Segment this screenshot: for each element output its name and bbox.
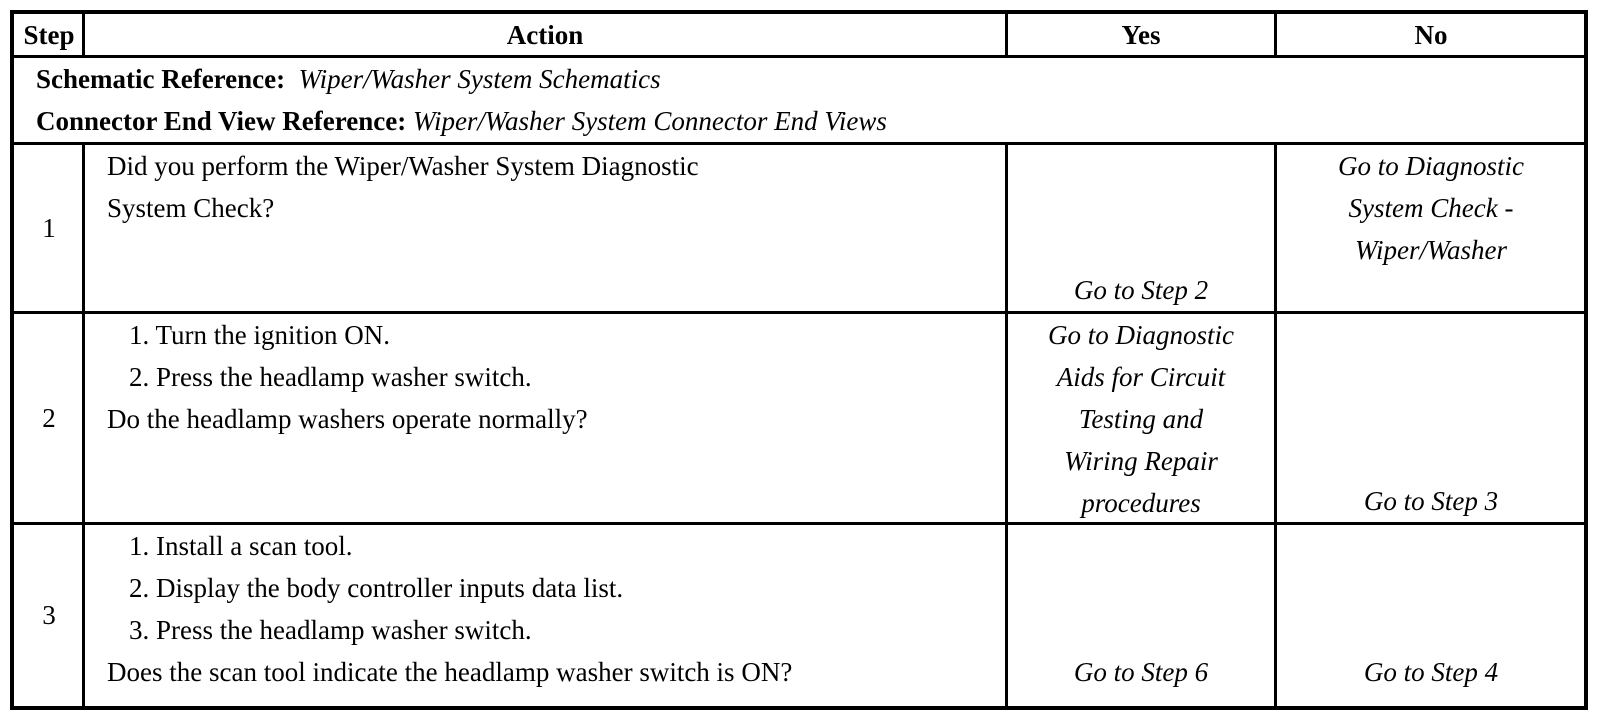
body-col-divider-1 [82,142,85,706]
action-line: Do the headlamp washers operate normally… [107,404,588,434]
action-line: Does the scan tool indicate the headlamp… [107,657,793,687]
header-action: Action [506,20,584,50]
step-3-no: Go to Step 4 [1277,651,1585,693]
action-line: System Check? [107,193,275,223]
step-number: 2 [42,402,56,433]
schematic-reference-label: Schematic Reference: [36,64,286,94]
schematic-reference: Schematic Reference: Wiper/Washer System… [36,59,661,99]
no-go-to-link-line[interactable]: Wiper/Washer [1354,235,1507,265]
step-3-action: 1. Install a scan tool. 2. Display the b… [107,525,997,693]
yes-go-to-link-line[interactable]: Wiring Repair [1064,446,1218,476]
header-yes: Yes [1121,20,1161,50]
step-1-yes: Go to Step 2 [1008,269,1274,311]
yes-go-to-link[interactable]: Go to Step 2 [1073,275,1209,305]
step-2-no: Go to Step 3 [1277,480,1585,522]
yes-go-to-link-line[interactable]: Aids for Circuit [1056,362,1226,392]
diagnostic-table: Step Action Yes No Schematic Reference: … [10,10,1588,710]
action-line: Did you perform the Wiper/Washer System … [107,151,699,181]
reference-bottom-rule [14,142,1584,145]
header-col-divider-3 [1274,14,1277,57]
no-go-to-link[interactable]: Go to Step 4 [1363,657,1499,687]
step-3-yes: Go to Step 6 [1008,651,1274,693]
header-col-divider-2 [1005,14,1008,57]
header-col-divider-1 [82,14,85,57]
connector-reference-link[interactable]: Wiper/Washer System Connector End Views [412,106,887,136]
no-go-to-link[interactable]: Go to Step 3 [1363,486,1499,516]
step-1-action: Did you perform the Wiper/Washer System … [107,145,997,229]
header-no: No [1414,20,1448,50]
step-1-bottom-rule [14,311,1584,314]
action-line: 2. Display the body controller inputs da… [129,573,624,603]
body-col-divider-3 [1274,142,1277,706]
header-bottom-rule [14,55,1584,58]
action-line: 1. Install a scan tool. [129,531,353,561]
step-2-action: 1. Turn the ignition ON. 2. Press the he… [107,314,997,440]
schematic-reference-link[interactable]: Wiper/Washer System Schematics [298,64,661,94]
action-line: 1. Turn the ignition ON. [129,320,391,350]
action-line: 3. Press the headlamp washer switch. [129,615,532,645]
no-go-to-link-line[interactable]: System Check - [1348,193,1514,223]
yes-go-to-link-line[interactable]: procedures [1081,488,1201,518]
header-step: Step [23,20,75,50]
no-go-to-link-line[interactable]: Go to Diagnostic [1338,151,1524,181]
body-col-divider-2 [1005,142,1008,706]
step-number: 1 [42,212,56,243]
yes-go-to-link-line[interactable]: Testing and [1078,404,1204,434]
step-2-yes[interactable]: Go to Diagnostic Aids for Circuit Testin… [1008,314,1274,524]
yes-go-to-link[interactable]: Go to Step 6 [1073,657,1209,687]
connector-reference: Connector End View Reference: Wiper/Wash… [36,101,887,141]
action-line: 2. Press the headlamp washer switch. [129,362,532,392]
yes-go-to-link-line[interactable]: Go to Diagnostic [1048,320,1234,350]
step-1-no[interactable]: Go to Diagnostic System Check - Wiper/Wa… [1277,145,1585,271]
step-2-bottom-rule [14,522,1584,525]
table-grid-lines [14,14,1584,706]
step-number: 3 [42,599,56,630]
connector-reference-label: Connector End View Reference: [36,106,407,136]
